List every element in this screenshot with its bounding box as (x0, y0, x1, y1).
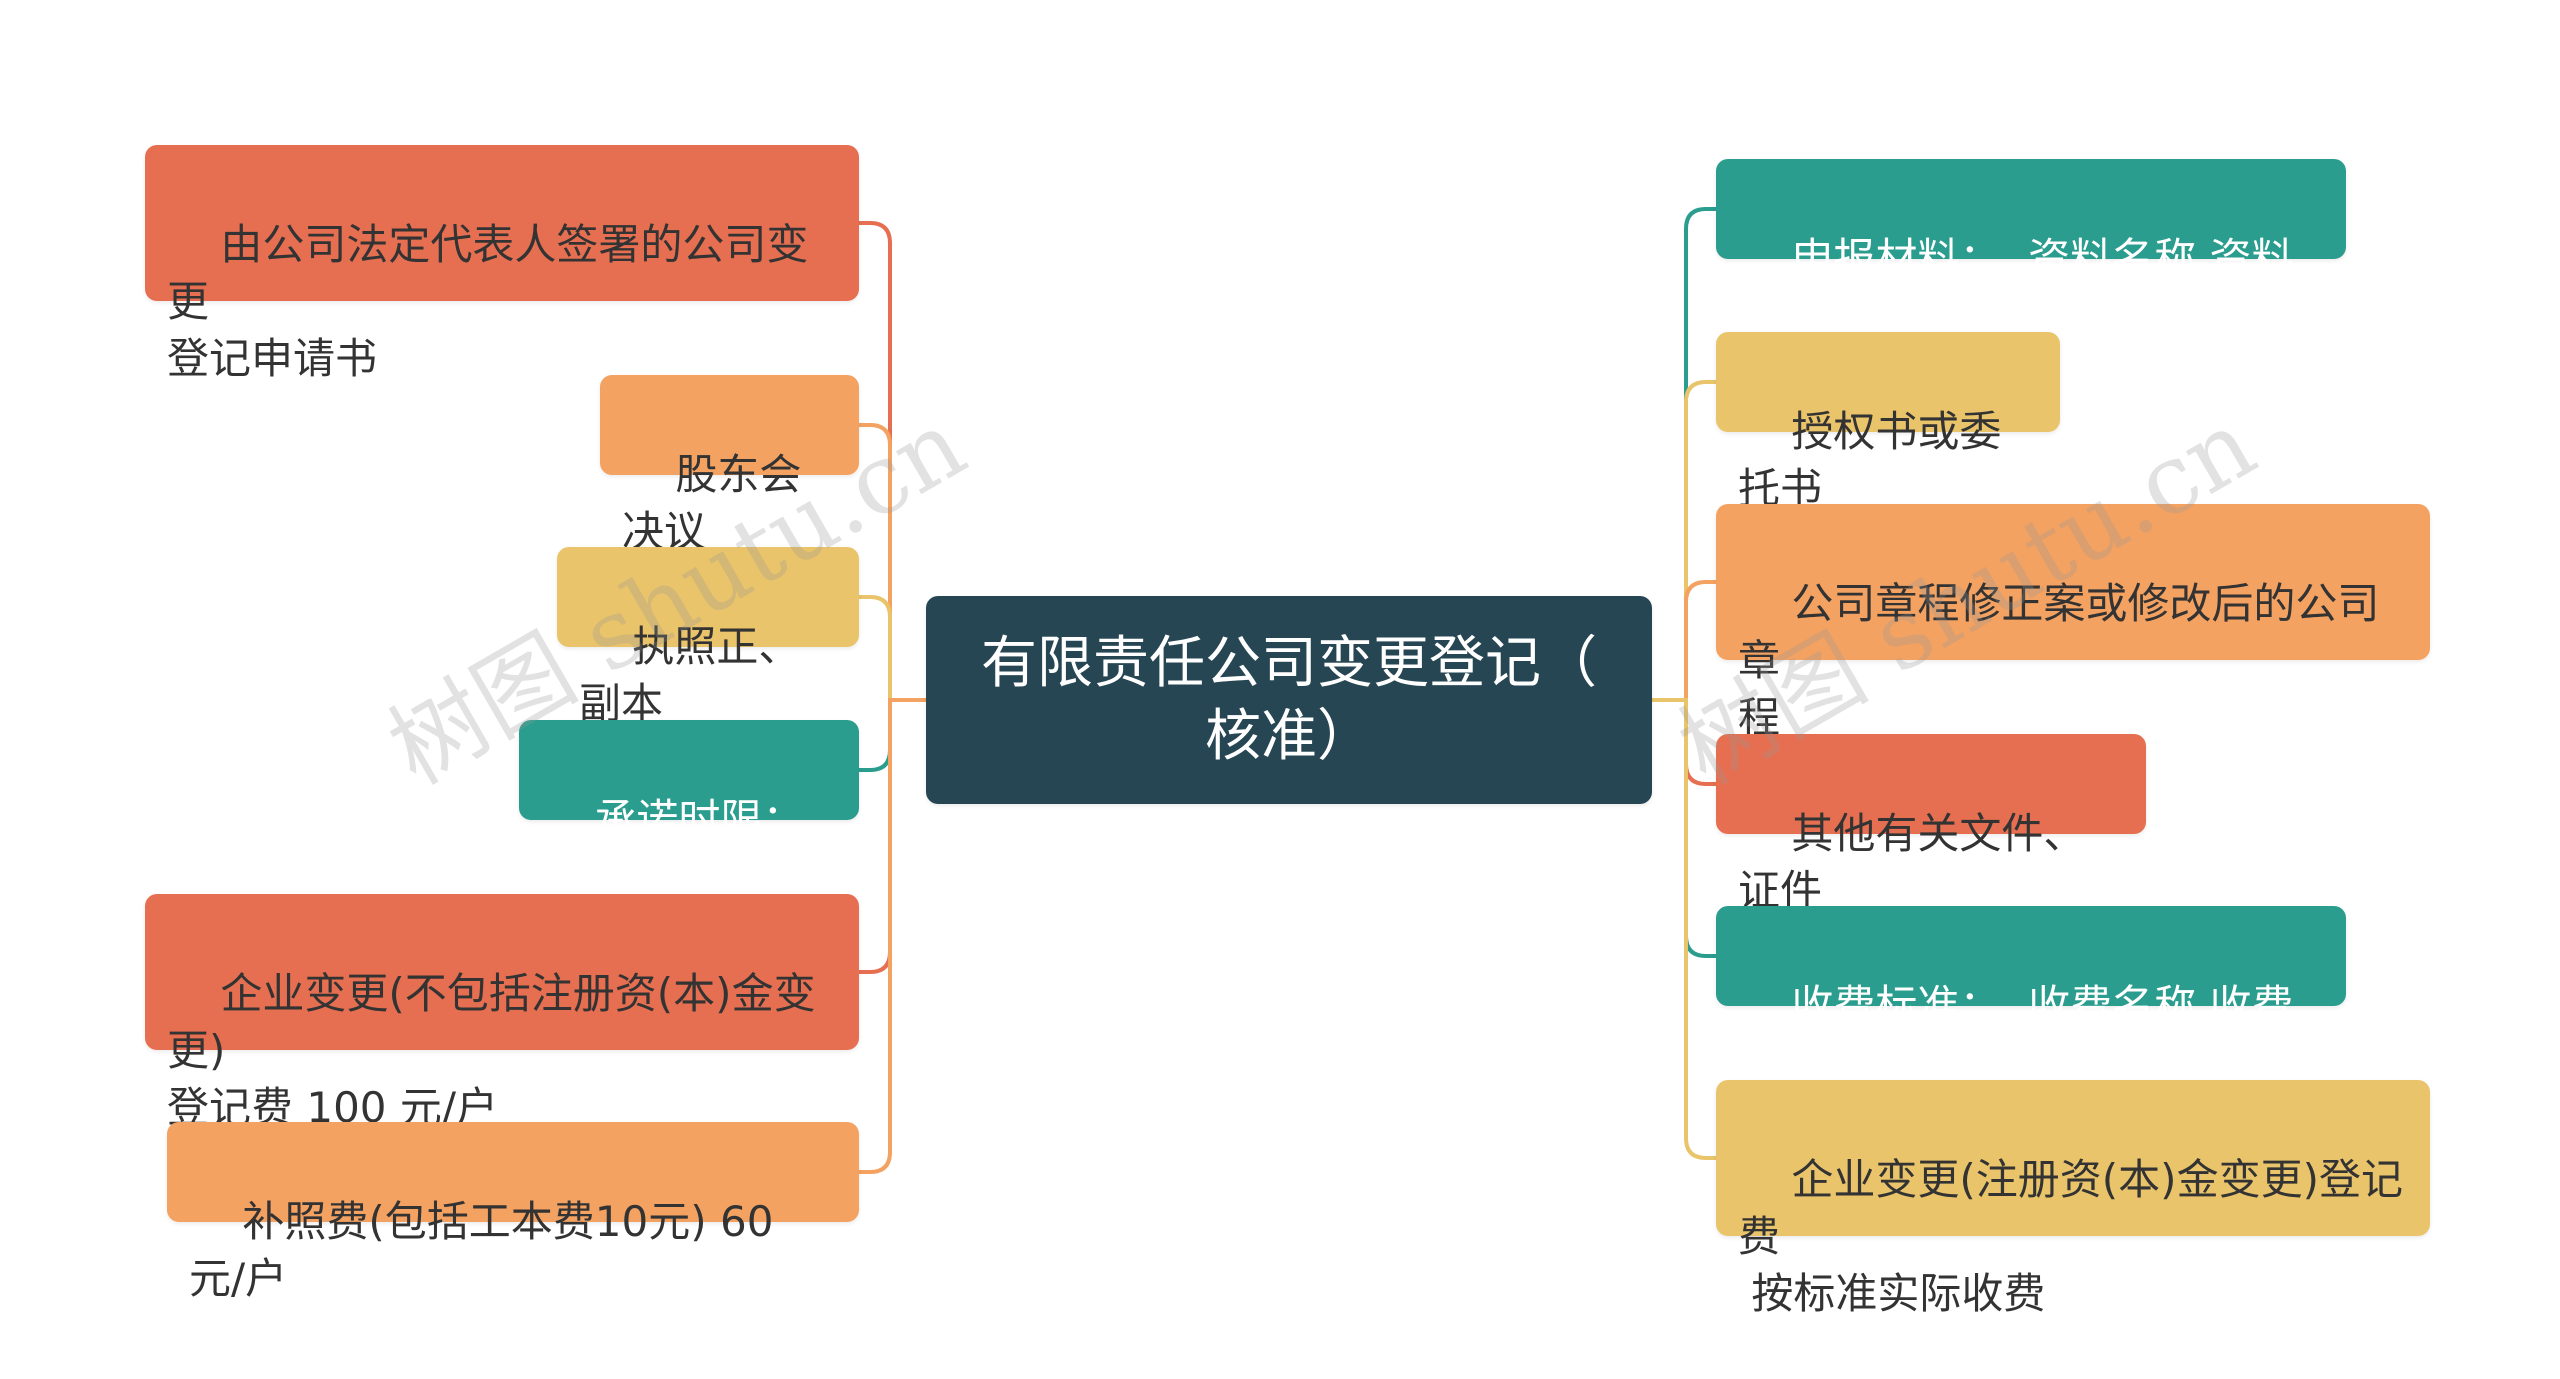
right-node-articles-amendment[interactable]: 公司章程修正案或修改后的公司章 程 (1716, 504, 2430, 742)
right-node-application-materials[interactable]: 申报材料： 资料名称 资料数量 (1716, 159, 2346, 340)
left-node-change-registration-fee[interactable]: 企业变更(不包括注册资(本)金变更) 登记费 100 元/户 (145, 894, 859, 1132)
node-label: 执照正、副本 (579, 622, 801, 728)
connector-l1 (859, 221, 926, 702)
node-label: 公司章程修正案或修改后的公司章 程 (1738, 579, 2380, 742)
connector-l2 (859, 423, 926, 702)
connector-l4 (859, 698, 926, 772)
connector-l3 (859, 595, 926, 702)
node-label: 承诺时限： 3天 (541, 795, 832, 901)
left-node-reissue-license-fee[interactable]: 补照费(包括工本费10元) 60 元/户 (167, 1122, 859, 1303)
connector-r6 (1652, 698, 1716, 1160)
left-node-promised-time-limit[interactable]: 承诺时限： 3天 (519, 720, 859, 901)
connector-r2 (1652, 380, 1716, 702)
right-node-other-documents[interactable]: 其他有关文件、证件 (1716, 734, 2146, 915)
node-label: 收费标准： 收费名称 收费单价 (1738, 981, 2294, 1087)
connector-r3 (1652, 580, 1716, 702)
central-topic-label: 有限责任公司变更登记（ 核准） (981, 631, 1597, 769)
left-node-company-change-application[interactable]: 由公司法定代表人签署的公司变更 登记申请书 (145, 145, 859, 383)
node-label: 由公司法定代表人签署的公司变更 登记申请书 (167, 220, 809, 383)
node-label: 申报材料： 资料名称 资料数量 (1738, 234, 2294, 340)
connector-l5 (859, 698, 926, 974)
right-node-fee-standard[interactable]: 收费标准： 收费名称 收费单价 (1716, 906, 2346, 1087)
node-label: 企业变更(注册资(本)金变更)登记费 按标准实际收费 (1738, 1155, 2403, 1318)
left-node-license-copies[interactable]: 执照正、副本 (557, 547, 859, 728)
connector-r1 (1652, 207, 1716, 702)
right-node-capital-change-fee[interactable]: 企业变更(注册资(本)金变更)登记费 按标准实际收费 (1716, 1080, 2430, 1318)
node-label: 补照费(包括工本费10元) 60 元/户 (189, 1197, 787, 1303)
left-node-shareholder-resolution[interactable]: 股东会决议 (600, 375, 859, 556)
central-topic-node[interactable]: 有限责任公司变更登记（ 核准） (926, 596, 1652, 804)
right-node-authorization-letter[interactable]: 授权书或委托书 (1716, 332, 2060, 513)
connector-l6 (859, 698, 926, 1174)
